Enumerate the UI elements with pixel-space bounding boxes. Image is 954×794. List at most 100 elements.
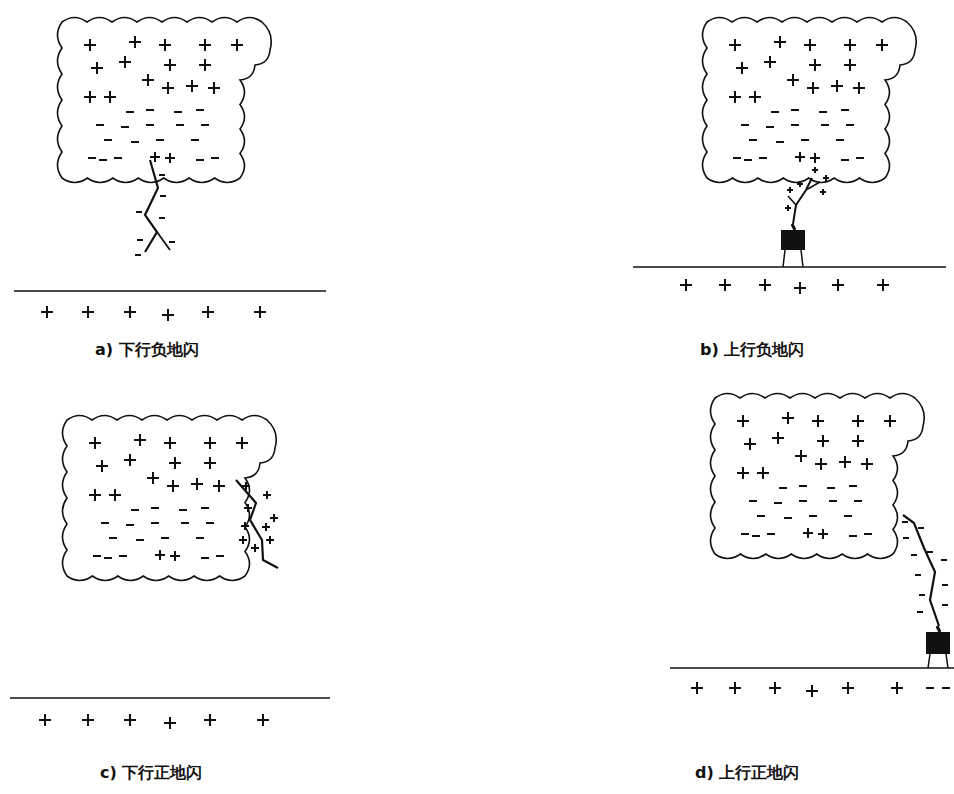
minus-charge — [151, 507, 159, 509]
ground-line — [670, 667, 954, 669]
plus-charge — [737, 467, 749, 479]
plus-charge — [155, 550, 165, 560]
minus-charge — [941, 559, 947, 561]
minus-charge — [135, 254, 141, 256]
minus-charge — [864, 533, 872, 535]
minus-charge — [160, 195, 166, 197]
minus-charge — [136, 539, 144, 541]
plus-charge — [134, 434, 146, 446]
minus-charge — [176, 124, 184, 126]
plus-charge — [729, 91, 741, 103]
plus-charge — [199, 59, 211, 71]
minus-charge — [799, 500, 807, 502]
minus-charge — [917, 611, 923, 613]
plus-charge — [41, 306, 53, 318]
plus-charge — [159, 39, 171, 51]
minus-charge — [915, 574, 921, 576]
minus-charge — [211, 157, 219, 159]
plus-charge — [823, 175, 829, 181]
plus-charge — [257, 714, 269, 726]
ground — [670, 668, 954, 697]
plus-charge — [817, 435, 829, 447]
plus-charge — [680, 279, 692, 291]
lightning-channel — [145, 160, 158, 252]
thundercloud — [711, 394, 925, 559]
plus-charge — [186, 80, 198, 92]
plus-charge — [142, 74, 154, 86]
lightning-channel — [903, 515, 939, 626]
minus-charge — [774, 502, 782, 504]
plus-charge — [818, 529, 828, 539]
cloud-outline — [63, 416, 277, 581]
plus-charge — [169, 457, 181, 469]
minus-charge — [809, 515, 817, 517]
plus-charge — [162, 82, 174, 94]
ground-line — [633, 266, 946, 268]
minus-charge — [927, 551, 933, 553]
minus-charge — [146, 124, 154, 126]
minus-charge — [849, 535, 857, 537]
plus-charge — [820, 189, 826, 195]
plus-charge — [96, 460, 108, 472]
thundercloud — [58, 18, 272, 183]
minus-charge — [109, 537, 117, 539]
minus-charge — [757, 515, 765, 517]
minus-charge — [767, 533, 775, 535]
plus-charge — [809, 59, 821, 71]
plus-charge — [785, 205, 791, 211]
tower-tip — [937, 626, 940, 632]
minus-charge — [766, 126, 774, 128]
plus-charge — [208, 82, 220, 94]
plus-charge — [241, 522, 249, 530]
plus-charge — [164, 59, 176, 71]
minus-charge — [121, 126, 129, 128]
minus-charge — [791, 109, 799, 111]
ground-line — [10, 697, 330, 699]
plus-charge — [84, 39, 96, 51]
plus-charge — [877, 279, 889, 291]
minus-charge — [169, 241, 175, 243]
plus-charge — [797, 181, 803, 187]
plus-charge — [270, 514, 278, 522]
plus-charge — [263, 491, 271, 499]
minus-charge — [119, 555, 127, 557]
plus-charge — [795, 450, 807, 462]
minus-charge — [126, 524, 134, 526]
minus-charge — [942, 604, 948, 606]
minus-charge — [911, 554, 917, 556]
tall-tower — [781, 224, 805, 267]
minus-charge — [156, 139, 164, 141]
minus-charge — [206, 522, 214, 524]
plus-charge — [832, 279, 844, 291]
plus-charge — [719, 279, 731, 291]
minus-charge — [841, 159, 849, 161]
minus-charge — [216, 555, 224, 557]
minus-charge — [759, 157, 767, 159]
minus-charge — [856, 157, 864, 159]
lightning-channel — [157, 232, 170, 250]
minus-charge — [836, 139, 844, 141]
plus-charge — [810, 153, 820, 163]
minus-charge — [88, 157, 96, 159]
minus-charge — [137, 239, 143, 241]
minus-charge — [918, 527, 924, 529]
minus-charge — [151, 522, 159, 524]
panel-caption: b) 上行负地闪 — [700, 340, 804, 361]
plus-charge — [891, 682, 903, 694]
minus-charge — [903, 537, 909, 539]
minus-charge — [854, 500, 862, 502]
plus-charge — [231, 39, 243, 51]
plus-charge — [807, 82, 819, 94]
minus-charge — [93, 555, 101, 557]
minus-charge — [126, 111, 134, 113]
plus-charge — [244, 504, 252, 512]
plus-charge — [759, 279, 771, 291]
minus-charge — [779, 487, 787, 489]
tower-legs — [928, 654, 948, 668]
minus-charge — [161, 537, 169, 539]
plus-charge — [82, 306, 94, 318]
plus-charge — [239, 536, 247, 544]
plus-charge — [876, 39, 888, 51]
cloud-outline — [711, 394, 925, 559]
plus-charge — [736, 62, 748, 74]
